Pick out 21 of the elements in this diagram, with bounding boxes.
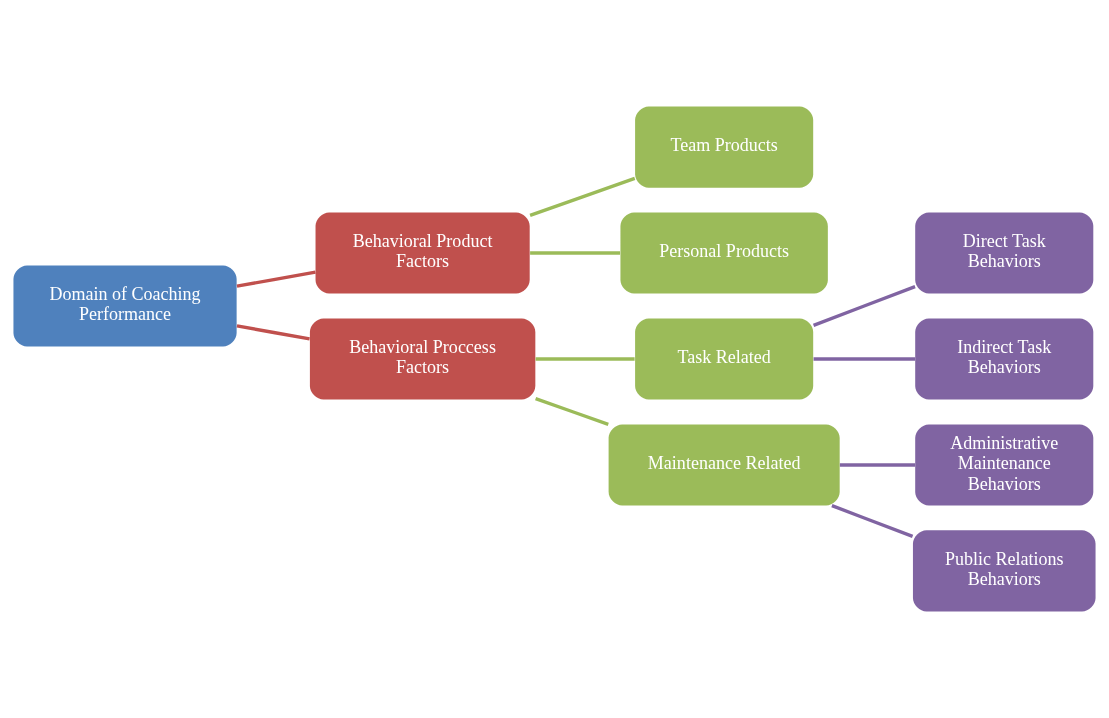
- node-box: Behavioral Proccess Factors: [309, 318, 536, 400]
- node-box: Personal Products: [620, 212, 828, 294]
- node-box: Public Relations Behaviors: [912, 530, 1096, 612]
- node-box: Direct Task Behaviors: [915, 212, 1094, 294]
- connector: [236, 270, 316, 288]
- connector: [236, 324, 310, 341]
- node-box: Behavioral Product Factors: [315, 212, 530, 294]
- node-box: Indirect Task Behaviors: [915, 318, 1094, 400]
- connector: [812, 285, 916, 327]
- connector: [535, 357, 635, 361]
- connector: [529, 176, 636, 217]
- connector: [831, 504, 914, 538]
- connector: [530, 251, 620, 255]
- node-box: Administrative Maintenance Behaviors: [915, 424, 1094, 506]
- node-box: Maintenance Related: [608, 424, 840, 506]
- node-box: Task Related: [635, 318, 814, 400]
- connector: [535, 397, 609, 426]
- node-box: Team Products: [635, 106, 814, 188]
- connector: [839, 463, 916, 467]
- node-box: Domain of Coaching Performance: [13, 265, 237, 347]
- connector: [813, 357, 916, 361]
